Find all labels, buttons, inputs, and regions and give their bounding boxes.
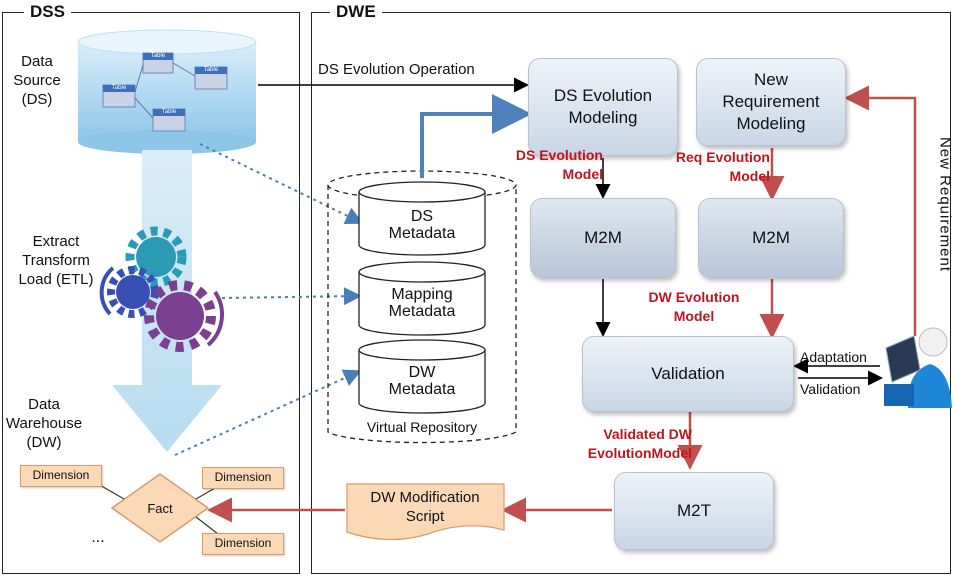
dss-panel <box>2 12 300 574</box>
repository-to-ds-modeling-arrow <box>420 94 532 178</box>
dw-metadata-cylinder <box>358 339 486 414</box>
adaptation-label: Adaptation <box>800 349 867 365</box>
new-requirement-vertical-label: New Requirement <box>936 136 953 273</box>
dw-metadata-label: DW Metadata <box>388 364 456 398</box>
m2t-box: M2T <box>614 472 774 550</box>
ellipsis-label: ... <box>91 529 105 546</box>
dwe-panel-title: DWE <box>330 2 382 22</box>
dw-evolution-model-label: DW Evolution Model <box>648 289 740 324</box>
m2m-right-box: M2M <box>698 198 844 278</box>
mapping-metadata-link <box>221 287 362 306</box>
data-warehouse-label: Data Warehouse (DW) <box>5 396 83 451</box>
validation-box: Validation <box>582 336 794 412</box>
dss-panel-title: DSS <box>24 2 71 22</box>
mapping-metadata-label: Mapping Metadata <box>388 286 456 320</box>
table-label: Table <box>150 53 166 59</box>
etl-label: Extract Transform Load (ETL) <box>18 233 94 288</box>
new-requirement-modeling-box: New Requirement Modeling <box>696 58 846 146</box>
validated-model-label: Validated DW EvolutionModel <box>587 426 692 461</box>
virtual-repository-label: Virtual Repository <box>366 419 478 435</box>
dimension-box: Dimension <box>202 467 284 489</box>
fact-label: Fact <box>147 501 173 516</box>
table-label: Table <box>161 109 177 115</box>
ds-evolution-operation-label: DS Evolution Operation <box>318 61 475 78</box>
validation-side-label: Validation <box>800 381 861 397</box>
table-label: Table <box>111 85 127 91</box>
ds-metadata-label: DS Metadata <box>388 208 456 242</box>
modification-script-shape <box>346 483 505 541</box>
fact-diamond <box>110 473 210 543</box>
data-source-cylinder <box>77 29 257 154</box>
dw-metadata-link <box>174 369 362 456</box>
new-requirement-arrow <box>844 85 917 336</box>
dwe-panel <box>311 12 951 574</box>
dimension-box: Dimension <box>20 465 102 487</box>
m2m-left-box: M2M <box>530 198 676 278</box>
req-evolution-model-label: Req Evolution Model <box>675 149 770 184</box>
gears-icon <box>99 226 224 352</box>
mapping-metadata-cylinder <box>358 261 486 336</box>
ds-evolution-modeling-box: DS Evolution Modeling <box>528 58 678 156</box>
data-source-label: Data Source (DS) <box>13 53 61 108</box>
ds-metadata-cylinder <box>358 181 486 256</box>
user-at-computer-icon <box>884 327 952 408</box>
dimension-box: Dimension <box>202 533 284 555</box>
ds-metadata-link <box>199 143 364 224</box>
ds-evolution-model-label: DS Evolution Model <box>515 147 603 182</box>
modification-script-label: DW Modification Script <box>370 489 480 525</box>
table-label: Table <box>203 67 219 73</box>
